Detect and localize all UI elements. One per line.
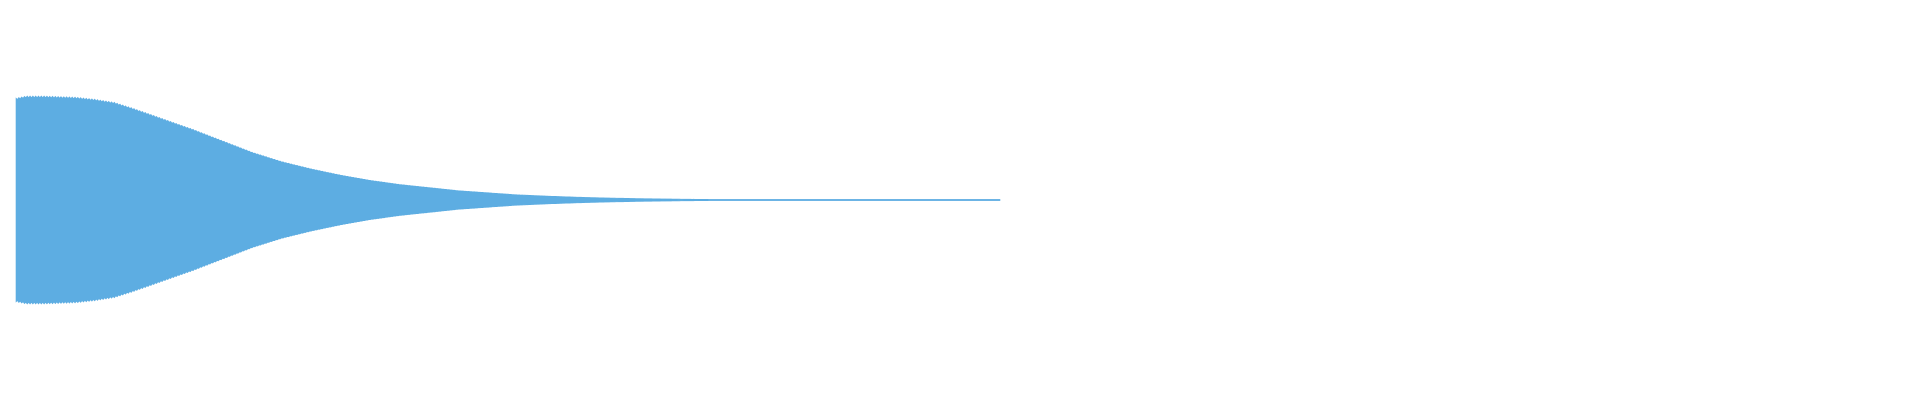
waveform-shape (15, 95, 1001, 305)
